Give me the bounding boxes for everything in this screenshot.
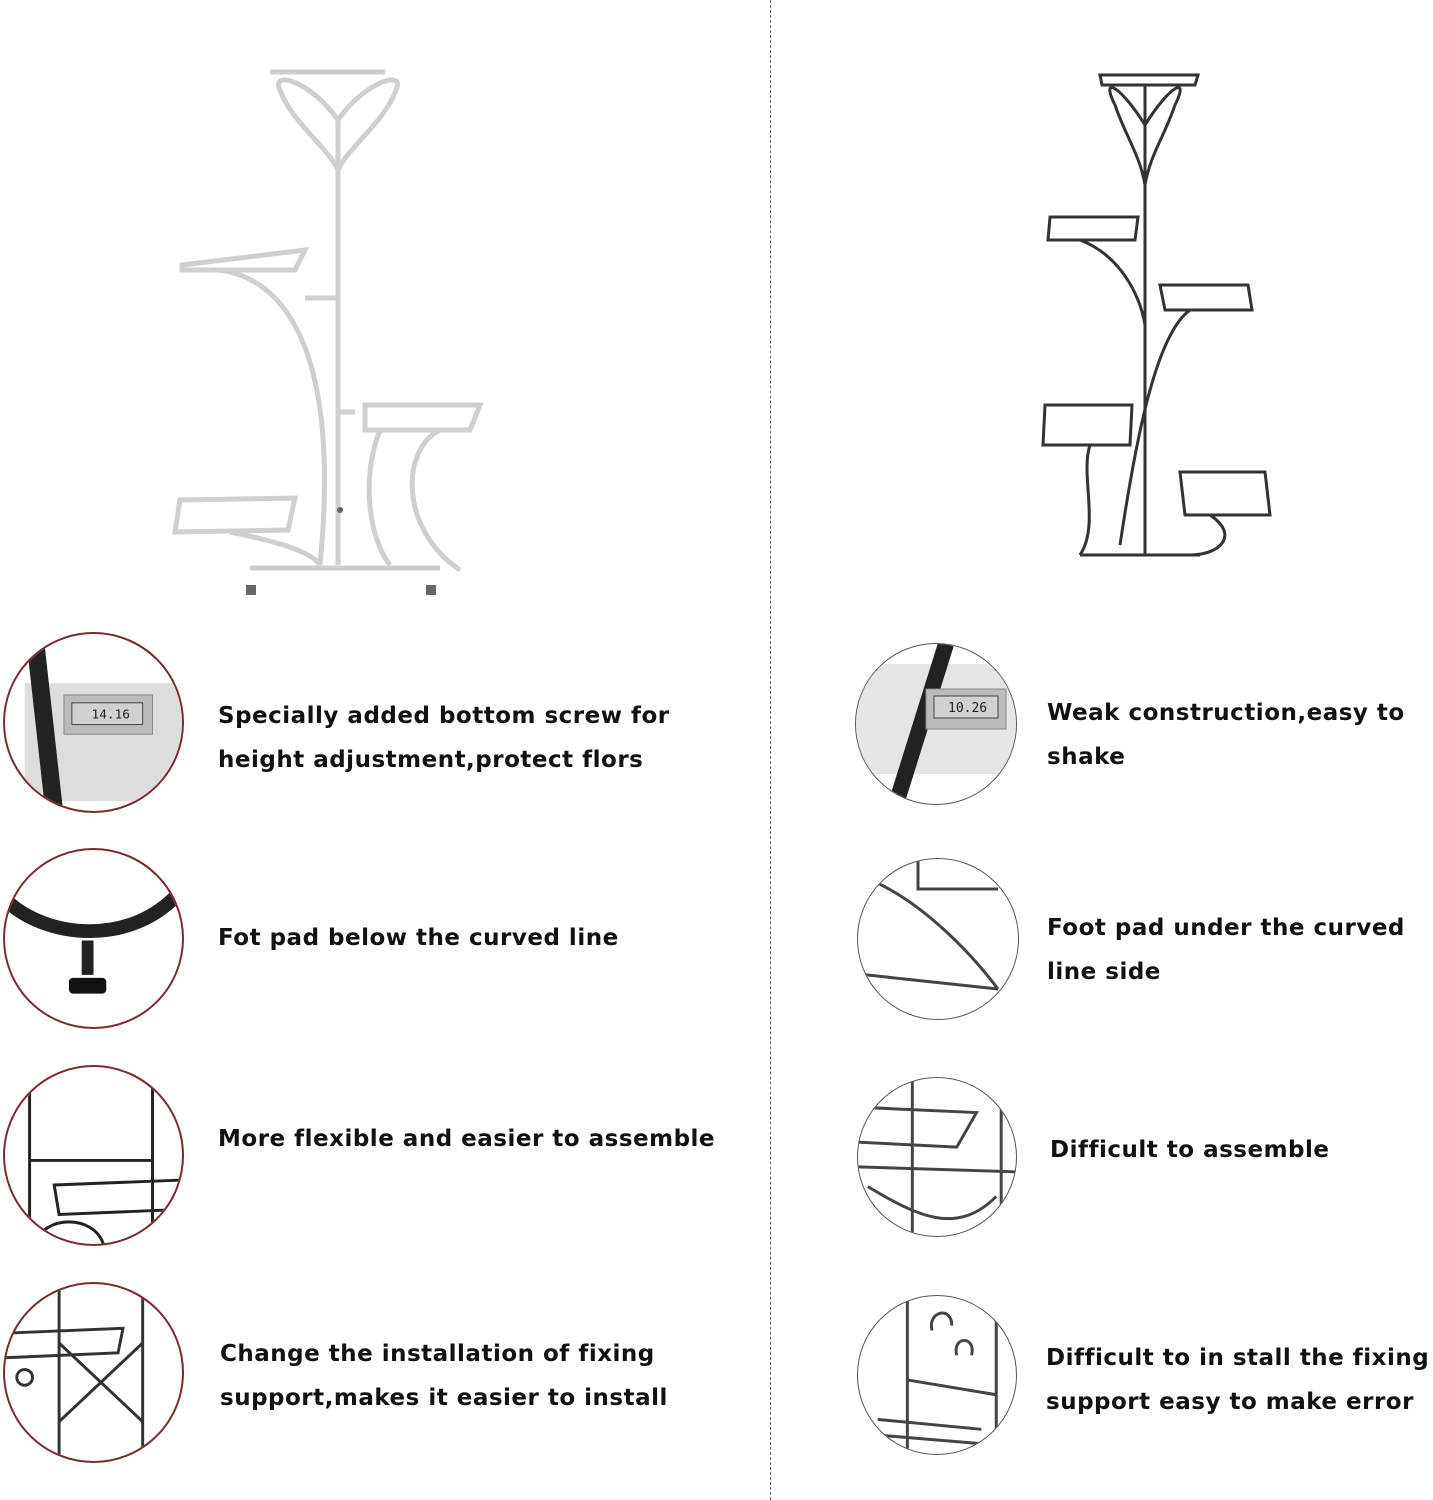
right-feature-3-text: Difficult to assemble (1050, 1128, 1329, 1172)
feature-line: Difficult to in stall the fixing (1046, 1345, 1430, 1371)
feature-line: Fot pad below the curved line (218, 925, 619, 951)
feature-line: support,makes it easier to install (220, 1385, 668, 1411)
feature-line: Foot pad under the curved (1047, 915, 1405, 941)
caliper-reading: 14.16 (92, 708, 130, 723)
foot-pad-closeup-image-right (857, 858, 1019, 1020)
feature-line: shake (1047, 744, 1126, 770)
left-feature-3-text: More flexible and easier to assemble (218, 1117, 715, 1161)
black-plant-stand-image (1041, 73, 1272, 557)
feature-line: Weak construction,easy to (1047, 700, 1405, 726)
assembly-closeup-image-right (857, 1077, 1017, 1237)
white-plant-stand-image (172, 69, 484, 595)
feature-line: height adjustment,protect flors (218, 747, 644, 773)
right-feature-1-text: Weak construction,easy to shake (1047, 691, 1405, 779)
fixing-support-closeup-image (3, 1282, 184, 1463)
left-feature-2-text: Fot pad below the curved line (218, 916, 619, 960)
feature-line: Difficult to assemble (1050, 1137, 1330, 1163)
fixing-support-closeup-image-right (857, 1295, 1017, 1455)
caliper-closeup-image: 14.16 (3, 632, 184, 813)
caliper-reading: 10.26 (948, 701, 987, 716)
assembly-closeup-image (3, 1065, 184, 1246)
right-feature-4-text: Difficult to in stall the fixing support… (1046, 1336, 1429, 1424)
caliper-closeup-image-right: 10.26 (855, 643, 1017, 805)
right-feature-2-text: Foot pad under the curved line side (1047, 906, 1405, 994)
feature-line: line side (1047, 959, 1161, 985)
left-feature-1-text: Specially added bottom screw for height … (218, 694, 670, 782)
feature-line: Specially added bottom screw for (218, 703, 670, 729)
feature-line: Change the installation of fixing (220, 1341, 655, 1367)
foot-pad-closeup-image (3, 848, 184, 1029)
feature-line: More flexible and easier to assemble (218, 1126, 716, 1152)
center-divider (770, 0, 771, 1500)
left-feature-4-text: Change the installation of fixing suppor… (220, 1332, 668, 1420)
feature-line: support easy to make error (1046, 1389, 1414, 1415)
